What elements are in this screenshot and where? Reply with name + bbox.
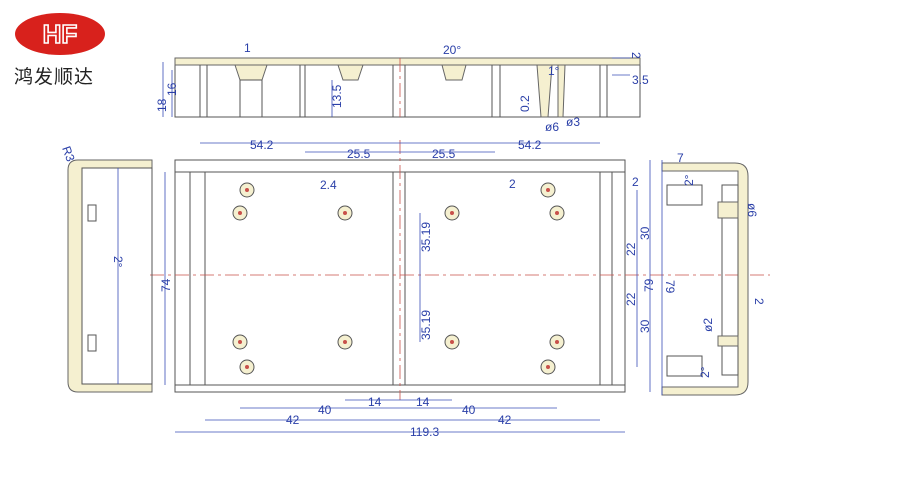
dim-label: 18 [155, 98, 169, 112]
dim-label: 79 [642, 278, 656, 292]
top-view-dimensions: 1 20° 2 1° 3.5 18 16 13.5 0.2 ø6 ø3 [155, 41, 649, 134]
dim-label: R3 [59, 144, 78, 164]
dim-label: 42 [498, 413, 512, 427]
dim-label: 25.5 [432, 147, 456, 161]
dim-label: 22 [624, 242, 638, 256]
dim-label: 42 [286, 413, 300, 427]
dim-label: 30 [638, 319, 652, 333]
dim-label: 2 [632, 175, 639, 189]
dim-label: 1° [548, 64, 560, 78]
dim-label: 7 [677, 151, 684, 165]
dim-label: 22 [624, 292, 638, 306]
dim-label: 2° [682, 174, 696, 186]
dim-label: 74 [159, 278, 173, 292]
dim-label: 2° [698, 366, 712, 378]
dim-label: 2° [111, 256, 125, 268]
dim-label: 40 [318, 403, 332, 417]
dim-label: 54.2 [518, 138, 542, 152]
svg-text:HF: HF [43, 19, 78, 49]
dim-label: 16 [165, 82, 179, 96]
left-view: R3 2° [59, 144, 153, 393]
dim-label: ø3 [566, 115, 580, 129]
dim-label: ø6 [545, 120, 559, 134]
dim-label: 2 [629, 52, 643, 59]
dim-label: 2.4 [320, 178, 337, 192]
dim-label: 14 [416, 395, 430, 409]
dim-label: 79 [663, 280, 677, 294]
front-view-dimensions: 54.2 25.5 25.5 54.2 2.4 2 2 35.19 35.19 … [159, 138, 677, 439]
dim-label: 40 [462, 403, 476, 417]
dim-label: 13.5 [330, 84, 344, 108]
dim-label: 54.2 [250, 138, 274, 152]
dim-label: 35.19 [419, 310, 433, 340]
dim-label: 25.5 [347, 147, 371, 161]
dim-label: 35.19 [419, 222, 433, 252]
dim-label: 14 [368, 395, 382, 409]
dim-label: ø2 [701, 318, 715, 332]
dim-label: 2 [752, 298, 766, 305]
dim-label: ø6 [745, 203, 759, 217]
dim-label: 1 [244, 41, 251, 55]
dim-label: 20° [443, 43, 461, 57]
dim-label: 30 [638, 226, 652, 240]
brand-name: 鸿发顺达 [14, 66, 95, 88]
dim-label: 119.3 [410, 425, 439, 439]
dim-label: 3.5 [632, 73, 649, 87]
top-view [162, 57, 641, 118]
right-view: 7 2° ø6 2 ø2 2° [661, 151, 766, 396]
front-view [150, 140, 770, 433]
dim-label: 0.2 [518, 95, 532, 112]
dim-label: 2 [509, 177, 516, 191]
brand-logo: HF [15, 13, 105, 55]
